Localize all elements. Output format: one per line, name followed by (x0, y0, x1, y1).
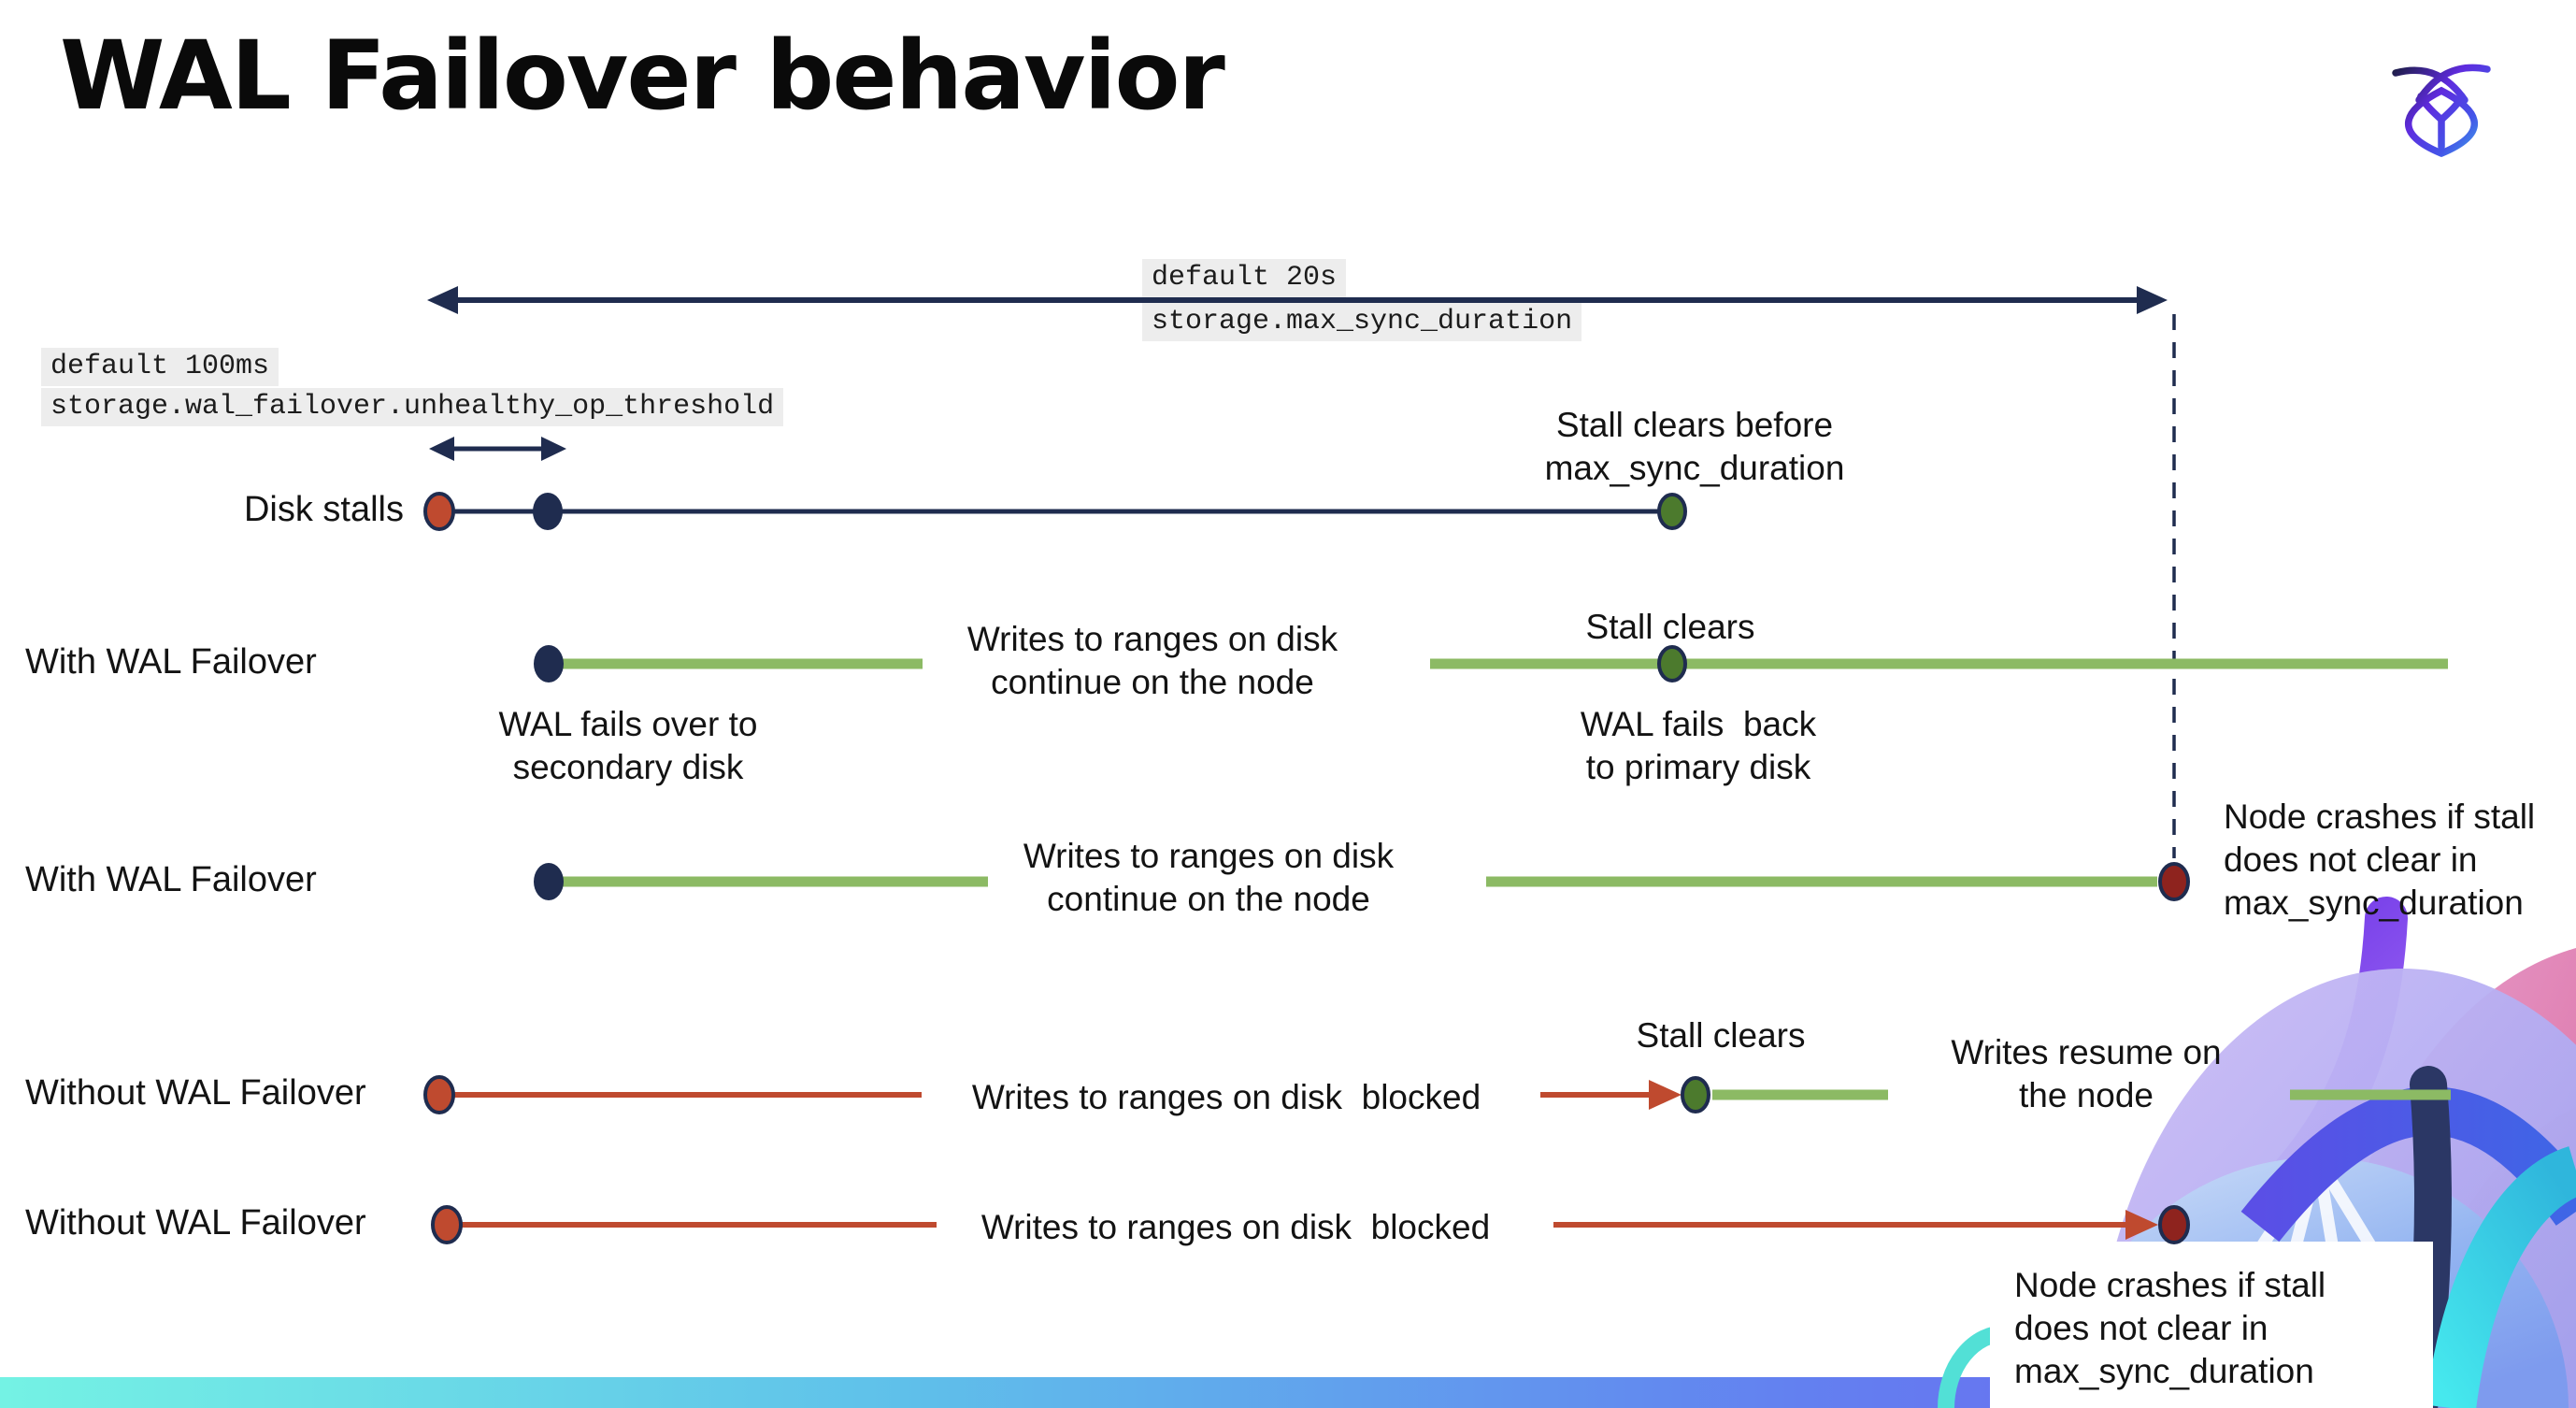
arrowhead-left-icon (427, 286, 458, 314)
row-label-with-wal-failover-1: With WAL Failover (25, 642, 317, 682)
unhealthy-op-default-label: default 100ms (41, 348, 279, 386)
row-label-disk-stalls: Disk stalls (243, 490, 404, 529)
arrowhead-right-icon (2125, 1210, 2158, 1240)
annotation-node-crashes-row3: Node crashes if stall does not clear in … (2224, 797, 2536, 922)
failover-dot (534, 645, 564, 682)
node-crash-dot (2158, 1205, 2190, 1244)
annotation-stall-clears-row4: Stall clears (1636, 1016, 1806, 1055)
unhealthy-op-threshold-arrow (429, 437, 566, 461)
annotation-wal-fails-back: WAL fails back to primary disk (1580, 705, 1817, 786)
row-label-without-wal-failover-1: Without WAL Failover (25, 1073, 366, 1113)
max-sync-setting-label: storage.max_sync_duration (1142, 303, 1582, 341)
row-label-with-wal-failover-2: With WAL Failover (25, 860, 317, 899)
arrowhead-right-icon (1649, 1080, 1682, 1110)
stall-clears-dot (1657, 645, 1687, 682)
timeline-row-with-wal-failover-clears (534, 645, 2448, 682)
timeline-row-disk-stalls (423, 492, 1687, 531)
stall-start-dot (423, 492, 455, 531)
annotation-writes-blocked-row5: Writes to ranges on disk blocked (980, 1208, 1491, 1246)
unhealthy-op-setting-label: storage.wal_failover.unhealthy_op_thresh… (41, 388, 784, 426)
row-label-without-wal-failover-2: Without WAL Failover (25, 1203, 366, 1243)
annotation-stall-clears-row2: Stall clears (1585, 608, 1755, 646)
timeline-row-without-wal-failover-crash (431, 1205, 2190, 1244)
page-title: WAL Failover behavior (60, 21, 1225, 132)
annotation-writes-continue-row3: Writes to ranges on disk continue on the… (1023, 837, 1395, 918)
stall-clears-dot (1681, 1076, 1710, 1113)
annotation-writes-resume: Writes resume on the node (1951, 1033, 2222, 1114)
timeline-row-with-wal-failover-crash (534, 862, 2190, 901)
annotation-stall-clears-before: Stall clears before max_sync_duration (1544, 406, 1845, 487)
arrowhead-right-icon (2137, 286, 2168, 314)
stall-start-dot (423, 1075, 455, 1114)
failover-dot (534, 863, 564, 900)
arrowhead-right-icon (541, 437, 566, 461)
threshold-dot (533, 493, 563, 530)
max-sync-default-label: default 20s (1142, 259, 1347, 297)
annotation-node-crashes-row5: Node crashes if stall does not clear in … (2014, 1266, 2326, 1390)
art-cyan-arch (2426, 1146, 2576, 1408)
max-sync-duration-arrow (427, 286, 2168, 314)
node-crash-callout-box (1990, 1242, 2433, 1408)
node-crash-dot (2158, 862, 2190, 901)
annotation-writes-continue-row2: Writes to ranges on disk continue on the… (966, 620, 1338, 701)
stall-clears-dot (1657, 493, 1687, 530)
annotation-wal-fails-over: WAL fails over to secondary disk (498, 705, 758, 786)
cockroachdb-logo-icon (2392, 64, 2491, 158)
stall-start-dot (431, 1205, 463, 1244)
arrowhead-left-icon (429, 437, 454, 461)
timeline-row-without-wal-failover-clears (423, 1075, 2451, 1114)
annotation-writes-blocked-row4: Writes to ranges on disk blocked (971, 1078, 1481, 1116)
